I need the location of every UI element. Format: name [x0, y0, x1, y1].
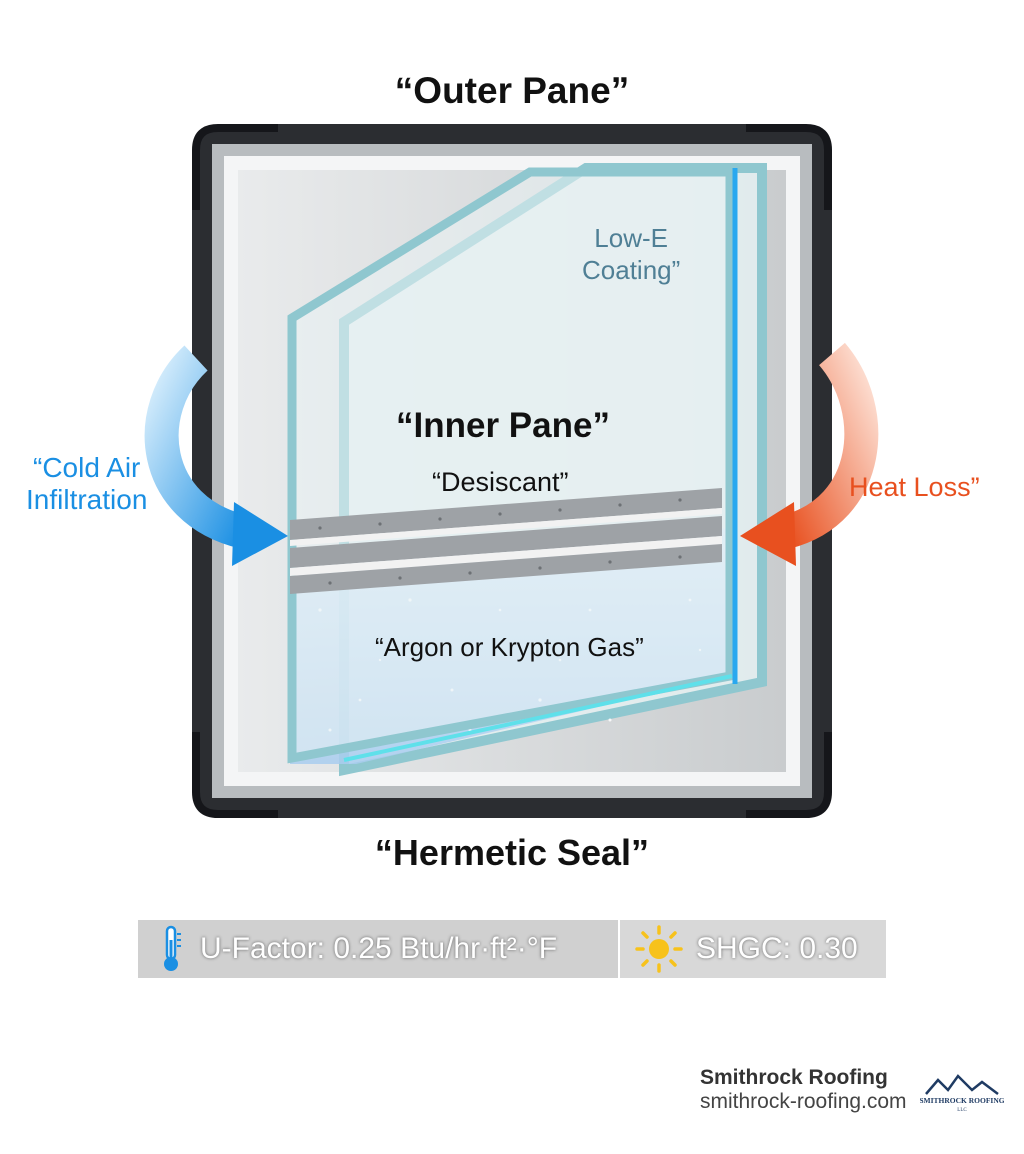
cold-air-line1: “Cold Air — [33, 452, 141, 483]
u-factor-text: U-Factor: 0.25 Btu/hr·ft²·°F — [200, 932, 558, 965]
inner-pane-label: “Inner Pane” — [396, 406, 610, 445]
cold-air-arrow — [144, 345, 288, 566]
desiccant-label: “Desiscant” — [432, 467, 569, 497]
desiccant-spacer — [290, 488, 722, 594]
logo-sub: LLC — [957, 1108, 967, 1113]
outer-pane-label: “Outer Pane” — [394, 70, 630, 111]
hermetic-seal-label: “Hermetic Seal” — [374, 832, 650, 873]
low-e-line2: Coating” — [582, 255, 681, 285]
shgc-panel: SHGC: 0.30 — [620, 920, 886, 978]
gas-label: “Argon or Krypton Gas” — [375, 632, 644, 662]
cold-air-label: “Cold Air Infiltration — [26, 452, 147, 516]
cold-air-line2: Infiltration — [26, 484, 148, 515]
sun-icon — [635, 925, 683, 973]
inner-glass-pane — [287, 167, 735, 764]
heat-loss-arrow — [740, 342, 879, 566]
thermometer-icon — [164, 925, 181, 971]
heat-loss-label: Heat Loss” — [849, 472, 980, 502]
low-e-coating-label: Low-E Coating” — [582, 222, 680, 286]
brand-block: Smithrock Roofing smithrock-roofing.com — [700, 1066, 907, 1114]
brand-url: smithrock-roofing.com — [700, 1090, 907, 1113]
u-factor-panel: U-Factor: 0.25 Btu/hr·ft²·°F — [138, 920, 618, 978]
brand-name: Smithrock Roofing — [700, 1066, 888, 1089]
logo-text: SMITHROCK ROOFING — [920, 1096, 1004, 1105]
shgc-text: SHGC: 0.30 — [696, 932, 858, 965]
roof-icon — [925, 1074, 999, 1095]
ratings-bar: U-Factor: 0.25 Btu/hr·ft²·°F SHGC: 0.30 — [138, 920, 886, 978]
brand-logo: SMITHROCK ROOFING LLC — [920, 1074, 1004, 1113]
low-e-line1: Low-E — [594, 223, 668, 253]
